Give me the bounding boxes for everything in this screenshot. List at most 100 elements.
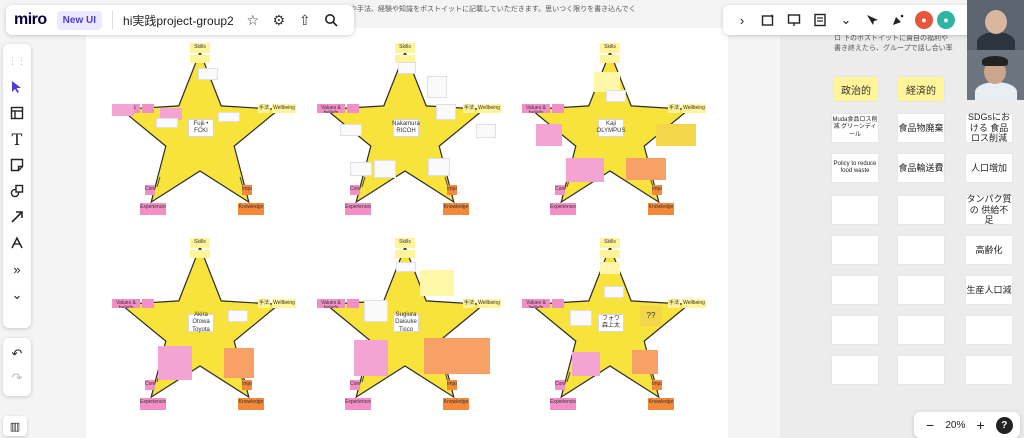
sticky-note[interactable] — [218, 112, 240, 122]
new-ui-badge[interactable]: New UI — [56, 10, 103, 30]
connections-tag[interactable]: Connections — [555, 185, 565, 195]
sticky-note[interactable] — [420, 270, 454, 296]
pest-card[interactable] — [898, 196, 944, 224]
skills-sub-tag[interactable] — [190, 250, 210, 258]
search-icon[interactable] — [318, 8, 344, 32]
pest-card[interactable] — [832, 196, 878, 224]
sticky-note[interactable] — [536, 124, 562, 146]
sticky-note-icon[interactable] — [5, 152, 29, 178]
wellbeing-tag[interactable]: Wellbeing — [682, 104, 706, 113]
sticky-note[interactable] — [350, 162, 372, 176]
method-tag[interactable]: 手法 — [668, 104, 680, 113]
question-note[interactable]: ?? — [640, 306, 662, 326]
experiences-tag[interactable]: Experiences — [140, 398, 166, 410]
sticky-note[interactable] — [340, 124, 362, 136]
experiences-tag[interactable]: Experiences — [550, 398, 576, 410]
sticky-note[interactable] — [364, 300, 388, 322]
skills-tag[interactable]: Skills — [190, 238, 210, 248]
chevron-down-icon[interactable]: ⌄ — [840, 12, 852, 27]
sticky-note[interactable] — [572, 352, 600, 376]
pest-card[interactable] — [898, 316, 944, 344]
connections-tag[interactable]: Connections — [145, 185, 155, 195]
shapes-icon[interactable] — [5, 178, 29, 204]
sticky-note[interactable] — [112, 104, 134, 116]
sticky-note[interactable] — [354, 340, 388, 376]
video-tile[interactable] — [967, 50, 1024, 100]
pest-card[interactable]: 食品輸送費 — [898, 154, 944, 182]
method-tag[interactable]: 手法 — [258, 299, 270, 308]
pest-card[interactable]: SDGsにおける 食品ロス削減 — [966, 111, 1012, 144]
skills-tag[interactable]: Skills — [190, 43, 210, 53]
impacts-tag[interactable]: Impacts — [447, 380, 457, 390]
experiences-tag[interactable]: Experiences — [345, 203, 371, 215]
member-name-note[interactable]: フォワ 森上太 — [598, 314, 624, 332]
wellbeing-tag[interactable]: Wellbeing — [272, 104, 296, 113]
pest-card[interactable] — [898, 356, 944, 384]
method-tag[interactable]: 手法 — [668, 299, 680, 308]
video-tile[interactable] — [967, 0, 1024, 50]
values-sub-tag[interactable] — [142, 104, 154, 113]
values-sub-tag[interactable] — [552, 104, 564, 113]
knowledge-tag[interactable]: Knowledge — [443, 203, 469, 215]
knowledge-tag[interactable]: Knowledge — [648, 203, 674, 215]
pest-card[interactable] — [832, 276, 878, 304]
pest-card[interactable] — [898, 276, 944, 304]
avatar[interactable]: ● — [915, 11, 933, 29]
header-political[interactable]: 政治的 — [834, 77, 878, 101]
collapse-icon[interactable]: ⌄ — [11, 287, 23, 302]
pest-card[interactable]: Muda食品ロス削減 グリーンディール — [832, 114, 878, 142]
values-tag[interactable]: Values & beliefs — [317, 299, 345, 308]
drag-handle-icon[interactable]: ⋮⋮ — [8, 55, 26, 66]
upload-icon[interactable]: ⇧ — [298, 11, 311, 28]
impacts-tag[interactable]: Impacts — [652, 380, 662, 390]
frame-icon[interactable] — [5, 100, 29, 126]
pest-card[interactable] — [966, 356, 1012, 384]
values-sub-tag[interactable] — [347, 299, 359, 308]
pest-card[interactable]: Policy to reduce food waste — [832, 154, 878, 182]
pest-card[interactable]: 高齢化 — [966, 236, 1012, 264]
pest-card[interactable] — [832, 316, 878, 344]
method-tag[interactable]: 手法 — [463, 104, 475, 113]
gear-icon[interactable]: ⚙ — [272, 11, 286, 28]
impacts-tag[interactable]: Impacts — [652, 185, 662, 195]
pest-card[interactable]: タンパク質の 供給不足 — [966, 193, 1012, 226]
sticky-note[interactable] — [566, 158, 604, 182]
skills-sub-tag[interactable] — [600, 55, 620, 63]
sticky-note[interactable] — [428, 158, 450, 176]
reactions-icon[interactable] — [885, 8, 911, 32]
sticky-note[interactable] — [427, 76, 447, 98]
wellbeing-tag[interactable]: Wellbeing — [272, 299, 296, 308]
zoom-level[interactable]: 20% — [945, 419, 966, 431]
sticky-note[interactable] — [604, 286, 624, 298]
pest-card[interactable]: 生産人口減 — [966, 276, 1012, 304]
text-icon[interactable]: T — [11, 129, 23, 149]
experiences-tag[interactable]: Experiences — [550, 203, 576, 215]
skills-tag[interactable]: Skills — [600, 238, 620, 248]
sticky-note[interactable] — [158, 346, 192, 380]
star-icon[interactable]: ☆ — [246, 11, 260, 28]
sticky-note[interactable] — [570, 310, 592, 326]
values-tag[interactable]: Values & beliefs — [112, 299, 140, 308]
values-sub-tag[interactable] — [552, 299, 564, 308]
values-sub-tag[interactable] — [347, 104, 359, 113]
connections-tag[interactable]: Connections — [350, 380, 360, 390]
avatar[interactable]: ● — [937, 11, 955, 29]
sticky-note[interactable] — [606, 90, 626, 102]
zoom-out-button[interactable]: − — [926, 417, 935, 433]
cursor-party-icon[interactable] — [859, 8, 885, 32]
pest-card[interactable]: 人口増加 — [966, 154, 1012, 182]
pest-card[interactable] — [832, 356, 878, 384]
sticky-note[interactable] — [424, 338, 490, 374]
pest-card[interactable]: 食品物廃棄 — [898, 114, 944, 142]
pen-icon[interactable] — [5, 230, 29, 256]
connections-tag[interactable]: Connections — [555, 380, 565, 390]
connections-tag[interactable]: Connections — [350, 185, 360, 195]
member-name-note[interactable]: Kaji OLYMPUS — [597, 119, 625, 137]
panel-toggle-icon[interactable]: ▥ — [3, 416, 27, 436]
skills-sub-tag[interactable] — [395, 250, 415, 258]
sticky-note[interactable] — [436, 104, 456, 120]
sticky-note[interactable] — [228, 310, 248, 322]
sticky-note[interactable] — [224, 348, 254, 378]
values-tag[interactable]: Values & beliefs — [317, 104, 345, 113]
